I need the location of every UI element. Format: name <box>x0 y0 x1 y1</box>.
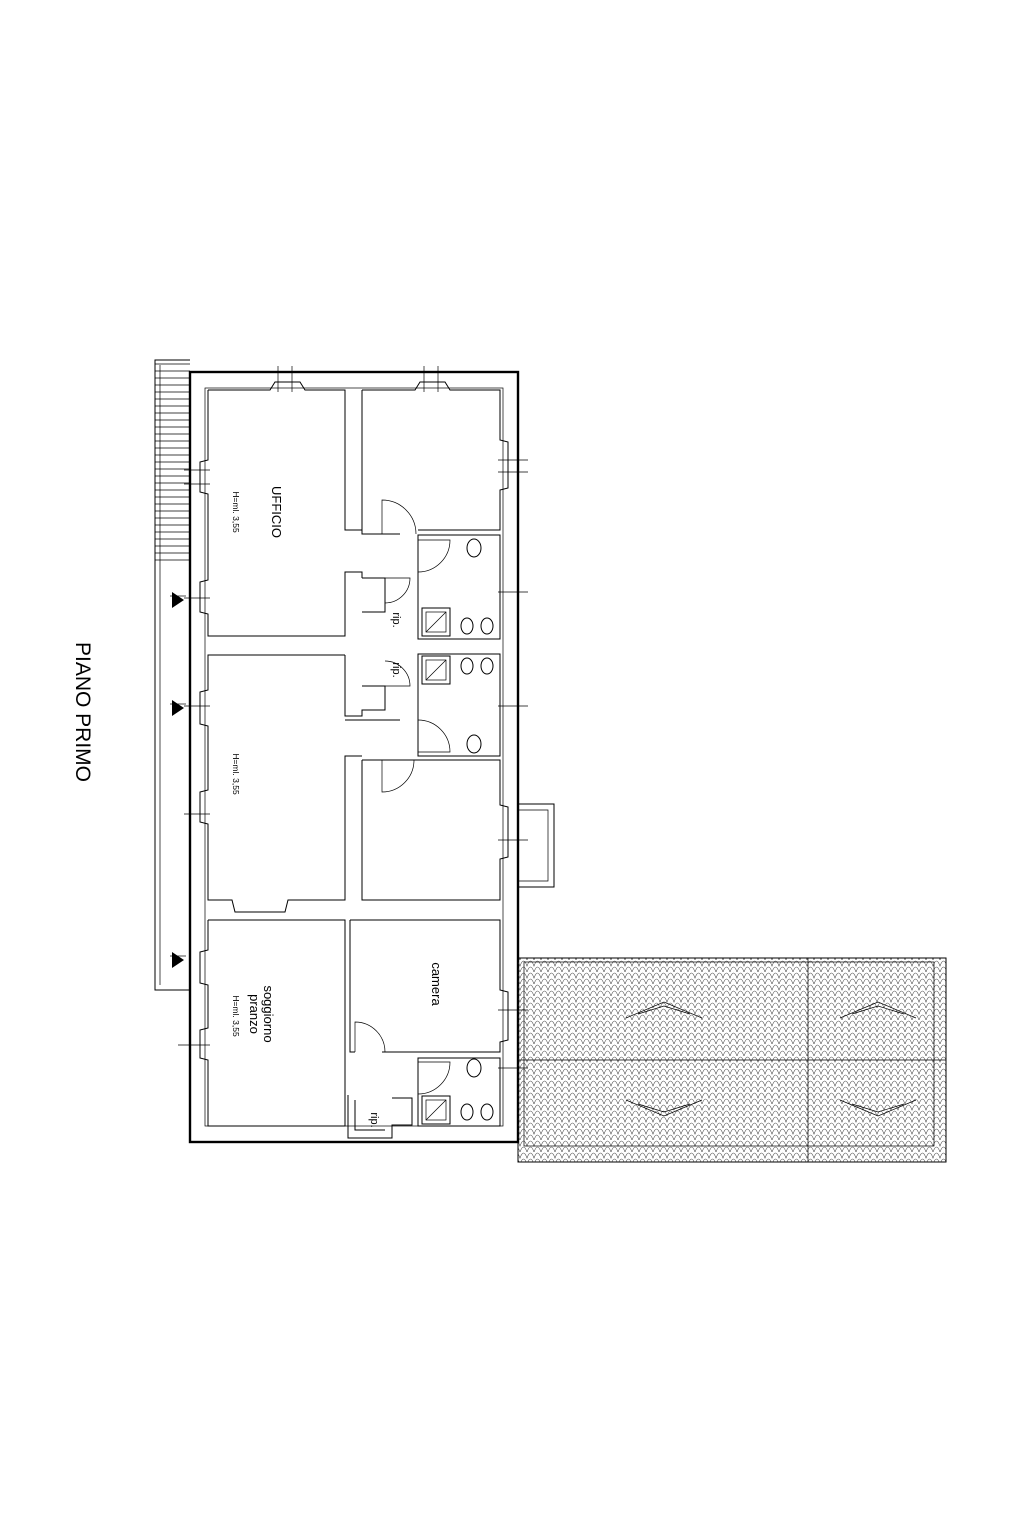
downspout-symbols <box>170 592 186 968</box>
room-label-rip-3: rip. <box>368 1112 380 1127</box>
bidet <box>480 617 494 635</box>
shower-tray <box>421 607 451 637</box>
bidet <box>480 657 494 675</box>
toilet <box>460 617 474 635</box>
height-label-ufficio: H=ml. 3,55 <box>231 491 241 533</box>
tiled-roof <box>517 957 947 1163</box>
shower-tray <box>421 655 451 685</box>
washbasin <box>466 734 482 754</box>
drawing-title: PIANO PRIMO <box>71 642 94 782</box>
room-label-soggiorno: soggiorno <box>261 985 276 1042</box>
height-label-soggiorno: H=ml. 3,55 <box>231 995 241 1037</box>
interior-walls <box>199 381 509 1139</box>
bidet <box>480 1103 494 1121</box>
washbasin <box>466 538 482 558</box>
outer-walls <box>188 370 520 1144</box>
room-label-pranzo: pranzo <box>247 994 262 1034</box>
washbasin <box>466 1058 482 1078</box>
sanitary-fixtures <box>421 538 494 1125</box>
door-swings <box>354 499 451 1095</box>
height-label-middle: H=ml. 3,55 <box>231 753 241 795</box>
toilet <box>460 657 474 675</box>
room-label-rip-1: rip. <box>390 612 402 627</box>
toilet <box>460 1103 474 1121</box>
room-label-ufficio: UFFICIO <box>269 486 284 538</box>
shower-tray <box>421 1095 451 1125</box>
room-label-rip-2: rip. <box>390 662 402 677</box>
room-labels: UFFICIO H=ml. 3,55 H=ml. 3,55 soggiorno … <box>231 486 444 1128</box>
window-marks <box>178 366 528 1069</box>
room-label-camera: camera <box>429 962 444 1006</box>
balcony-right <box>518 803 555 888</box>
balcony-left <box>154 359 190 991</box>
